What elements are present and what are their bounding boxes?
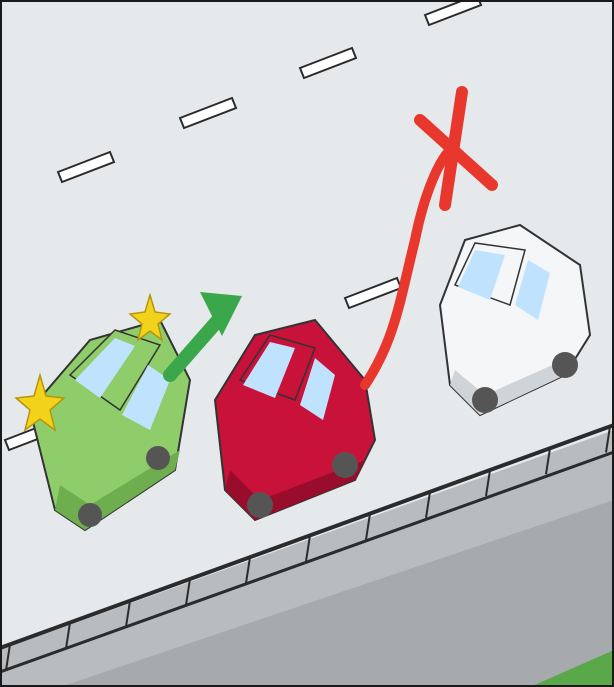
illustration <box>0 0 614 687</box>
road-scene <box>0 0 614 687</box>
